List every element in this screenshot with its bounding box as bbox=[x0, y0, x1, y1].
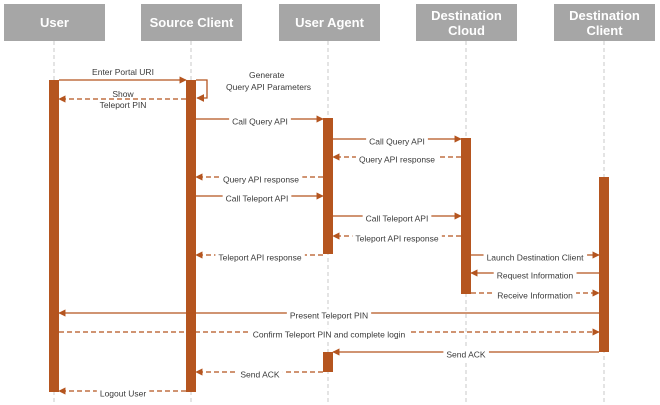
message: Receive Information bbox=[471, 289, 600, 302]
participant-label: Destination Client bbox=[569, 7, 640, 38]
message-label-background bbox=[352, 232, 442, 245]
activation-bar-cloud bbox=[461, 138, 471, 294]
activation-bar-dclient bbox=[599, 177, 609, 352]
message: Launch Destination Client bbox=[471, 251, 600, 264]
message-label: Request Information bbox=[497, 270, 574, 280]
message-label-background bbox=[222, 192, 292, 205]
message-label-background bbox=[96, 387, 150, 400]
message-label: Enter Portal URI bbox=[92, 67, 154, 77]
message-label: Call Teleport API bbox=[226, 193, 289, 203]
activation-bar-agent bbox=[323, 118, 333, 254]
message-label-background bbox=[443, 348, 489, 361]
message-label: Launch Destination Client bbox=[487, 252, 585, 262]
message-label-background bbox=[219, 173, 303, 186]
participant-user: User bbox=[4, 4, 105, 41]
message-label: Receive Information bbox=[497, 290, 573, 300]
message: Call Teleport API bbox=[333, 212, 462, 225]
message: Query API response bbox=[332, 153, 461, 166]
message-label-background bbox=[286, 309, 372, 322]
participant-source-client: Source Client bbox=[141, 4, 242, 41]
message-label: Query API response bbox=[223, 174, 299, 184]
message-label-background bbox=[237, 368, 283, 381]
message: Teleport API response bbox=[195, 251, 323, 264]
message: Send ACK bbox=[332, 348, 599, 361]
message: Teleport API response bbox=[332, 232, 461, 245]
message-label-background bbox=[362, 212, 432, 225]
message-label: Call Teleport API bbox=[366, 213, 429, 223]
message: Call Teleport API bbox=[196, 192, 324, 205]
message-label: Send ACK bbox=[240, 369, 280, 379]
message: Send ACK bbox=[195, 368, 323, 381]
message: Call Query API bbox=[333, 135, 462, 148]
message-label-background bbox=[493, 269, 577, 282]
message-label: Call Query API bbox=[369, 136, 425, 146]
message-label: Query API response bbox=[359, 154, 435, 164]
activation-bar-agent bbox=[323, 352, 333, 372]
message-label: Present Teleport PIN bbox=[290, 310, 368, 320]
message-label: Call Query API bbox=[232, 116, 288, 126]
activation-bar-user bbox=[49, 80, 59, 392]
message-label-background bbox=[483, 251, 588, 264]
message-label: Teleport API response bbox=[355, 233, 438, 243]
participant-user-agent: User Agent bbox=[279, 4, 380, 41]
message-label-background bbox=[494, 289, 577, 302]
message: Call Query API bbox=[196, 115, 324, 128]
message-label-background bbox=[249, 328, 409, 341]
participant-label: Destination Cloud bbox=[431, 7, 502, 38]
message: Present Teleport PIN bbox=[58, 309, 599, 322]
message: Enter Portal URI bbox=[59, 67, 187, 84]
participant-destination-client: Destination Client bbox=[554, 4, 655, 41]
message-label-background bbox=[229, 115, 291, 128]
message: Request Information bbox=[470, 269, 599, 282]
message: Query API response bbox=[195, 173, 323, 186]
participant-label: Source Client bbox=[149, 15, 234, 30]
activation-bar-source bbox=[186, 80, 196, 392]
message-label: Logout User bbox=[100, 388, 146, 398]
message-label: Teleport API response bbox=[218, 252, 301, 262]
message-label-background bbox=[355, 153, 439, 166]
message-label-background bbox=[366, 135, 428, 148]
message-label: Send ACK bbox=[446, 349, 486, 359]
message: Confirm Teleport PIN and complete login bbox=[59, 328, 600, 341]
message-label-background bbox=[215, 251, 305, 264]
participant-label: User Agent bbox=[295, 15, 364, 30]
message-label: Confirm Teleport PIN and complete login bbox=[253, 329, 406, 339]
message: Logout User bbox=[58, 387, 186, 400]
participant-destination-cloud: Destination Cloud bbox=[416, 4, 517, 41]
message-self-arrow bbox=[196, 79, 208, 102]
participant-label: User bbox=[40, 15, 69, 30]
